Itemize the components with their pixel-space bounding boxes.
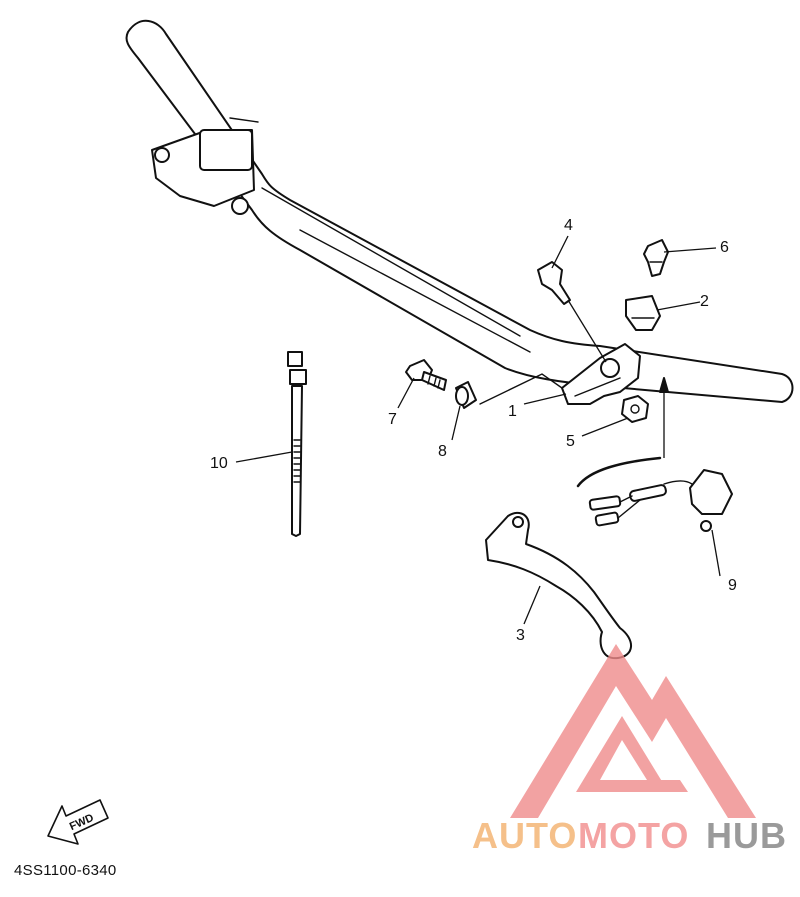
callout-3: 3: [516, 627, 525, 644]
assembly-line: [479, 373, 563, 405]
callout-4: 4: [564, 217, 573, 234]
callout-8: 8: [438, 443, 447, 460]
nut: [621, 395, 649, 423]
callout-5: 5: [566, 433, 575, 450]
callout-1: 1: [508, 403, 517, 420]
lever-bolt: [537, 261, 571, 305]
clutch-lever: [485, 511, 632, 660]
watermark-word-moto: MOTO: [578, 815, 689, 856]
collar: [455, 381, 477, 409]
handlebar: [125, 20, 794, 403]
holder-clamp: [625, 295, 661, 331]
callout-7: 7: [388, 411, 397, 428]
fwd-arrow: FWD: [47, 799, 109, 845]
switch-group: [576, 377, 733, 532]
callout-6: 6: [720, 239, 729, 256]
lever-holder: [561, 343, 641, 405]
watermark-word-hub: HUB: [706, 815, 787, 856]
callout-10: 10: [210, 455, 228, 472]
handlebar-clamp: [151, 117, 259, 215]
diagram-code: 4SS1100-6340: [14, 862, 117, 879]
watermark-word-auto: AUTO: [472, 815, 577, 856]
leader-lines: [235, 235, 721, 625]
cable-tie: [287, 351, 307, 537]
callout-2: 2: [700, 293, 709, 310]
hex-bolt: [405, 359, 447, 391]
clamp-bolt: [643, 239, 669, 277]
callout-9: 9: [728, 577, 737, 594]
watermark-logo: [510, 644, 756, 818]
